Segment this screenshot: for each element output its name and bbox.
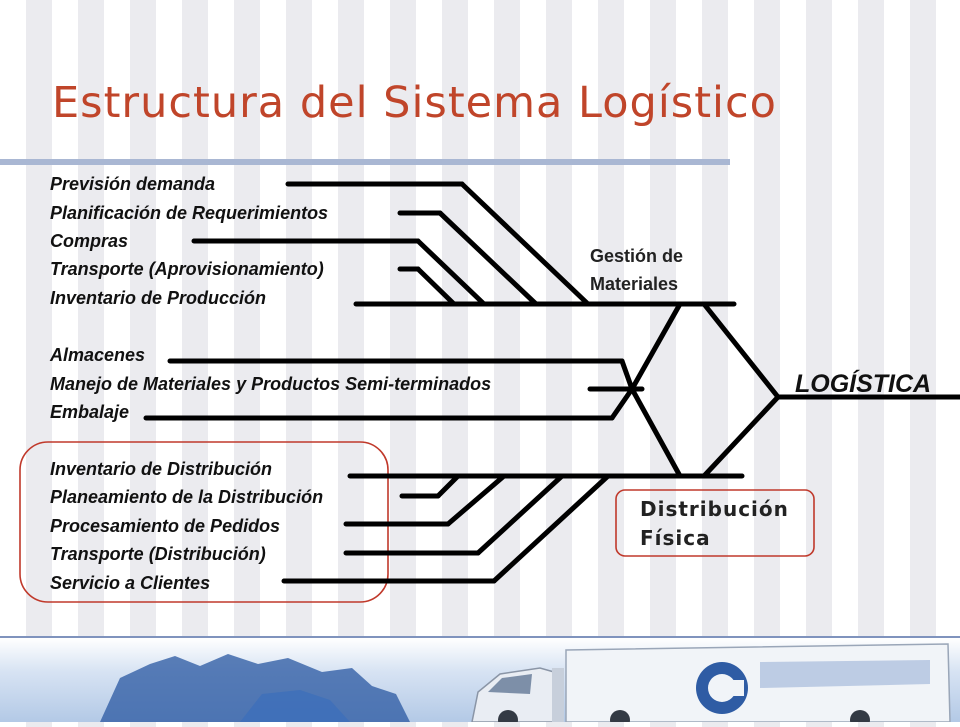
group-label-distribution-line2: Física — [640, 526, 711, 550]
group-label-materials-line1: Gestión de — [590, 246, 683, 266]
title-divider — [0, 159, 730, 165]
item-label-compras: Compras — [50, 231, 128, 251]
hex-bottom-left — [629, 386, 683, 479]
item-label-almacenes: Almacenes — [49, 345, 145, 365]
item-label-servicio: Servicio a Clientes — [50, 573, 210, 593]
distribution-label-box — [615, 489, 815, 557]
hex-top-right — [701, 301, 781, 400]
line-procesamiento-diag — [445, 473, 507, 527]
group-label-materials: Gestión de Materiales — [590, 246, 688, 294]
line-compras-diag — [415, 238, 487, 307]
line-planeamiento-diag — [435, 473, 461, 499]
hex-top-left — [629, 301, 683, 392]
item-label-procesamiento: Procesamiento de Pedidos — [50, 516, 280, 536]
item-label-prevision: Previsión demanda — [50, 174, 215, 194]
item-label-inventario-produccion: Inventario de Producción — [50, 288, 266, 308]
line-planificacion-diag — [437, 210, 539, 307]
logistics-fishbone-diagram: Previsión demanda Planificación de Reque… — [19, 174, 960, 603]
item-label-transporte-aprov: Transporte (Aprovisionamiento) — [50, 259, 324, 279]
line-almacenes-diag — [619, 358, 635, 392]
group-label-distribution-line1: Distribución — [640, 497, 789, 521]
line-prevision-diag — [459, 181, 591, 307]
connector-lines — [143, 181, 960, 584]
group-label-materials-line2: Materiales — [590, 274, 678, 294]
item-label-planificacion: Planificación de Requerimientos — [50, 203, 328, 223]
line-transporte-aprov-diag — [415, 266, 457, 307]
footer-banner — [0, 636, 960, 727]
item-label-inventario-distribucion: Inventario de Distribución — [50, 459, 272, 479]
line-embalaje-diag — [609, 386, 635, 421]
line-transporte-dist-diag — [475, 473, 565, 556]
footer-graphic — [100, 643, 951, 727]
item-label-transporte-dist: Transporte (Distribución) — [50, 544, 266, 564]
main-label-logistica: LOGÍSTICA — [795, 369, 931, 398]
group-label-distribution: Distribución Física — [640, 497, 797, 550]
item-label-manejo: Manejo de Materiales y Productos Semi-te… — [50, 374, 491, 394]
truck-icon — [471, 643, 951, 727]
line-servicio-diag — [491, 473, 611, 584]
item-label-planeamiento: Planeamiento de la Distribución — [50, 487, 323, 507]
slide-title: Estructura del Sistema Logístico — [52, 78, 777, 128]
hex-bottom-right — [701, 394, 781, 479]
item-label-embalaje: Embalaje — [50, 402, 129, 422]
